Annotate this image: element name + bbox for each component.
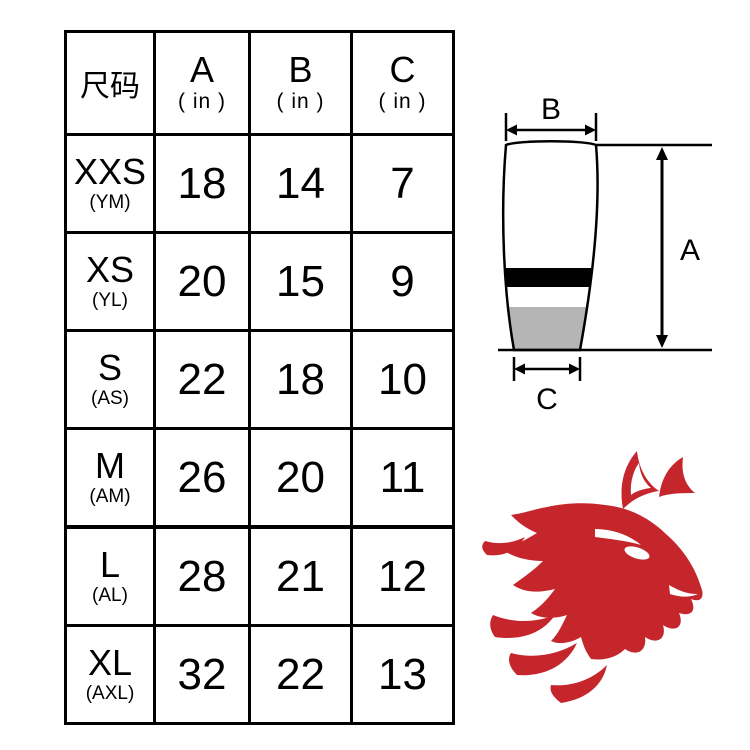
size-name: L [99,544,121,586]
value-c: 9 [350,231,455,332]
table-row-l: L (AL) 28 21 12 [64,525,455,627]
value-b: 20 [248,427,353,529]
arrowhead-a-bottom [656,335,668,348]
tribal-wolf-icon [482,451,703,703]
wolf-mane-flame-4 [550,665,607,703]
header-letter-b: B [288,49,313,90]
header-unit-a: ( in ) [178,90,226,113]
size-name: XL [87,642,133,684]
header-size: 尺码 [64,30,156,136]
table-row-xl: XL (AXL) 32 22 13 [64,624,455,725]
size-name: M [95,445,125,487]
value-b: 15 [248,231,353,332]
table-header-row: 尺码 A ( in ) B ( in ) C ( in ) [64,30,455,136]
size-subname: (AM) [89,485,131,507]
value-a: 28 [153,525,251,627]
wolf-mane-flame-3 [509,643,577,676]
wolf-detail-cutouts [595,463,698,597]
size-subname: (AL) [92,584,128,606]
arrowhead-c-left [514,363,525,375]
value-b: 21 [248,525,353,627]
table-row-xs: XS (YL) 20 15 9 [64,231,455,332]
table-row-s: S (AS) 22 18 10 [64,329,455,430]
size-cell: XS (YL) [64,231,156,332]
arrowhead-c-right [569,363,580,375]
size-subname: (AXL) [85,682,135,704]
wolf-ear-back [659,457,695,497]
wolf-head-sliver [595,529,641,545]
label-b: B [541,95,561,126]
sleeve-outline [501,140,599,352]
wolf-mane-flame-2 [490,615,555,639]
value-a: 18 [153,133,251,234]
size-subname: (AS) [91,387,129,409]
label-c: C [536,383,558,416]
value-c: 11 [350,427,455,529]
value-b: 18 [248,329,353,430]
arrowhead-b-left [506,124,517,136]
value-a: 22 [153,329,251,430]
size-subname: (YL) [92,289,128,311]
wolf-head [501,503,703,660]
size-cell: M (AM) [64,427,156,529]
header-size-label: 尺码 [80,70,140,103]
header-col-c: C ( in ) [350,30,455,136]
width-arrow-b [504,113,598,141]
header-unit-b: ( in ) [276,90,325,113]
value-c: 12 [350,525,455,627]
size-name: XXS [73,151,147,193]
size-subname: (YM) [89,191,131,213]
header-letter-c: C [389,49,416,90]
table-row-xxs: XXS (YM) 18 14 7 [64,133,455,234]
wolf-shape [482,451,703,703]
value-c: 10 [350,329,455,430]
wolf-eye [624,546,650,560]
size-table: 尺码 A ( in ) B ( in ) C ( in ) XXS (YM) 1… [64,30,455,725]
wolf-mane-flame-1 [482,537,525,556]
sleeve-stripe [503,268,598,287]
value-a: 20 [153,231,251,332]
size-cell: L (AL) [64,525,156,627]
size-cell: XL (AXL) [64,624,156,725]
sleeve-measurement-diagram: B A C [498,95,712,416]
value-c: 13 [350,624,455,725]
arrowhead-a-top [656,147,668,160]
arrowhead-b-right [585,124,596,136]
wolf-muzzle-line [669,585,698,597]
label-a: A [680,234,700,267]
size-cell: S (AS) [64,329,156,430]
size-cell: XXS (YM) [64,133,156,234]
wolf-inner-ear [630,463,651,495]
header-col-a: A ( in ) [153,30,251,136]
table-row-m: M (AM) 26 20 11 [64,427,455,529]
size-name: XS [85,249,135,291]
value-a: 32 [153,624,251,725]
value-b: 22 [248,624,353,725]
header-letter-a: A [189,49,214,90]
value-c: 7 [350,133,455,234]
size-name: S [97,347,122,389]
value-a: 26 [153,427,251,529]
sleeve-illustration [501,140,599,352]
value-b: 14 [248,133,353,234]
header-col-b: B ( in ) [248,30,353,136]
header-unit-c: ( in ) [378,90,427,113]
